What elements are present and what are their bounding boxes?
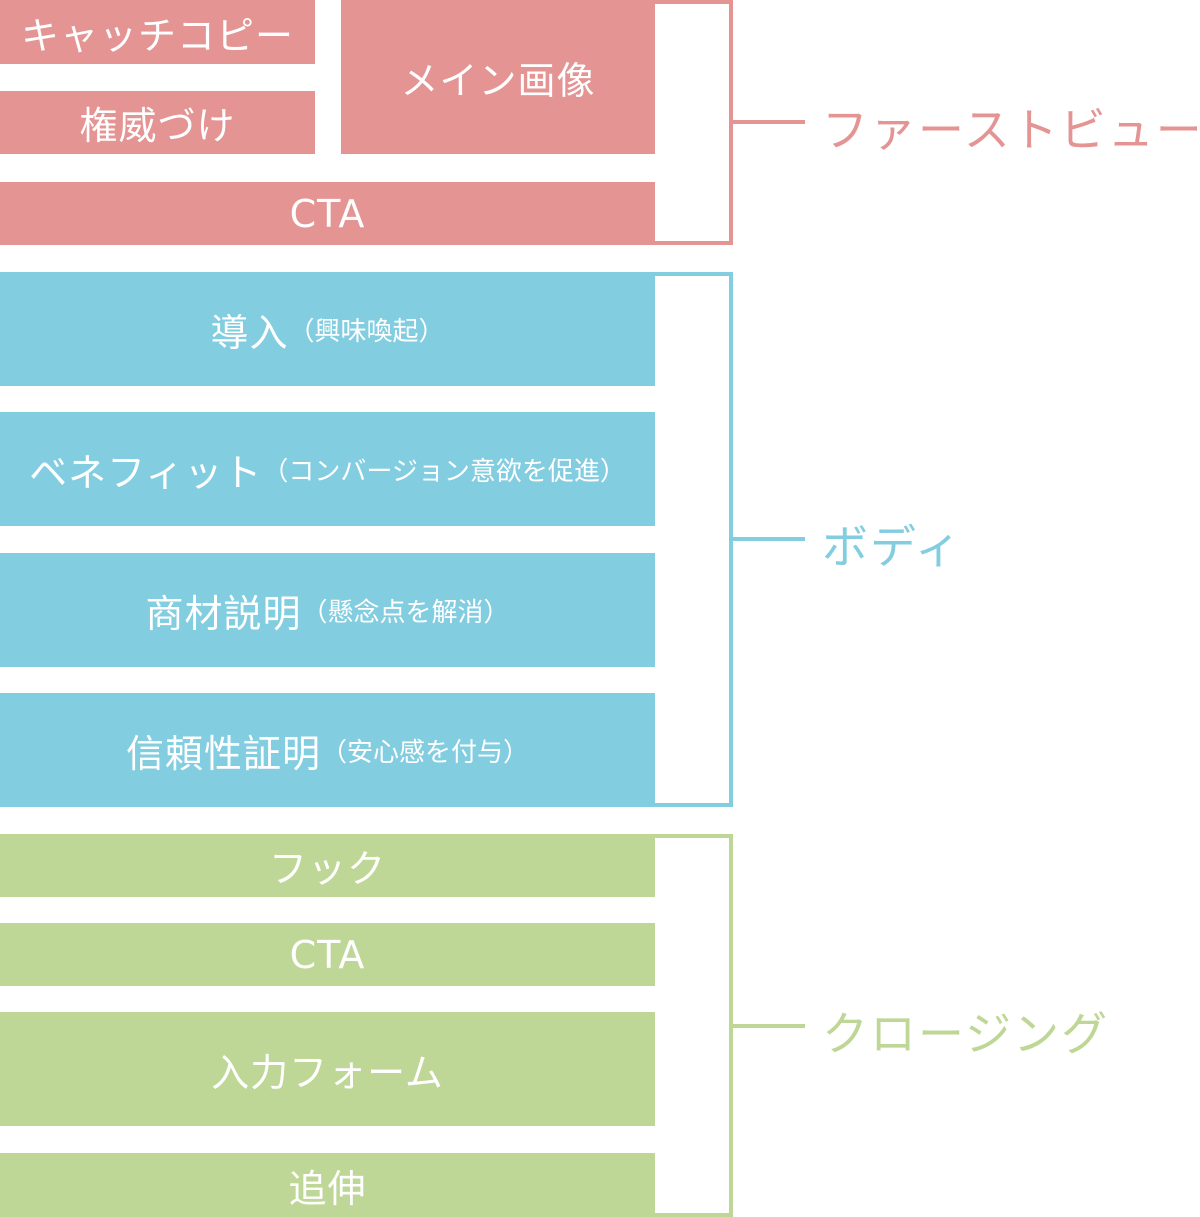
hook-label: フック bbox=[268, 847, 386, 891]
closing-section-label: クロージング bbox=[822, 1007, 1110, 1061]
main-image-block: メイン画像 bbox=[341, 0, 655, 154]
first-view-cta-block: CTA bbox=[0, 182, 655, 245]
first-view-bracket bbox=[655, 0, 733, 245]
main-image-label: メイン画像 bbox=[400, 58, 596, 103]
hook-block: フック bbox=[0, 834, 655, 897]
first-view-cta-label: CTA bbox=[289, 191, 366, 236]
intro-sublabel: （興味喚起） bbox=[288, 316, 445, 347]
closing-cta-label: CTA bbox=[289, 932, 366, 977]
intro-label: 導入 bbox=[210, 310, 289, 355]
product-description-sublabel: （懸念点を解消） bbox=[301, 597, 510, 628]
catch-copy-block: キャッチコピー bbox=[0, 0, 315, 64]
trust-proof-sublabel: （安心感を付与） bbox=[321, 737, 530, 768]
body-section-label: ボディ bbox=[822, 520, 963, 574]
body-bracket bbox=[655, 272, 733, 807]
product-description-label: 商材説明 bbox=[145, 591, 302, 636]
first-view-section-label: ファーストビュー bbox=[822, 103, 1200, 157]
benefit-block: ベネフィット（コンバージョン意欲を促進） bbox=[0, 412, 655, 526]
closing-bracket bbox=[655, 834, 733, 1217]
benefit-sublabel: （コンバージョン意欲を促進） bbox=[262, 456, 626, 487]
trust-proof-label: 信頼性証明 bbox=[125, 731, 321, 776]
first-view-connector bbox=[733, 120, 805, 124]
benefit-label: ベネフィット bbox=[29, 450, 263, 495]
authority-label: 権威づけ bbox=[79, 104, 236, 148]
closing-cta-block: CTA bbox=[0, 923, 655, 986]
closing-connector bbox=[733, 1024, 805, 1028]
authority-block: 権威づけ bbox=[0, 91, 315, 154]
input-form-label: 入力フォーム bbox=[211, 1050, 444, 1095]
catch-copy-label: キャッチコピー bbox=[20, 13, 294, 58]
intro-block: 導入（興味喚起） bbox=[0, 272, 655, 386]
trust-proof-block: 信頼性証明（安心感を付与） bbox=[0, 693, 655, 807]
product-description-block: 商材説明（懸念点を解消） bbox=[0, 553, 655, 667]
input-form-block: 入力フォーム bbox=[0, 1012, 655, 1126]
follow-up-label: 追伸 bbox=[288, 1166, 367, 1211]
body-connector bbox=[733, 537, 805, 541]
follow-up-block: 追伸 bbox=[0, 1153, 655, 1217]
